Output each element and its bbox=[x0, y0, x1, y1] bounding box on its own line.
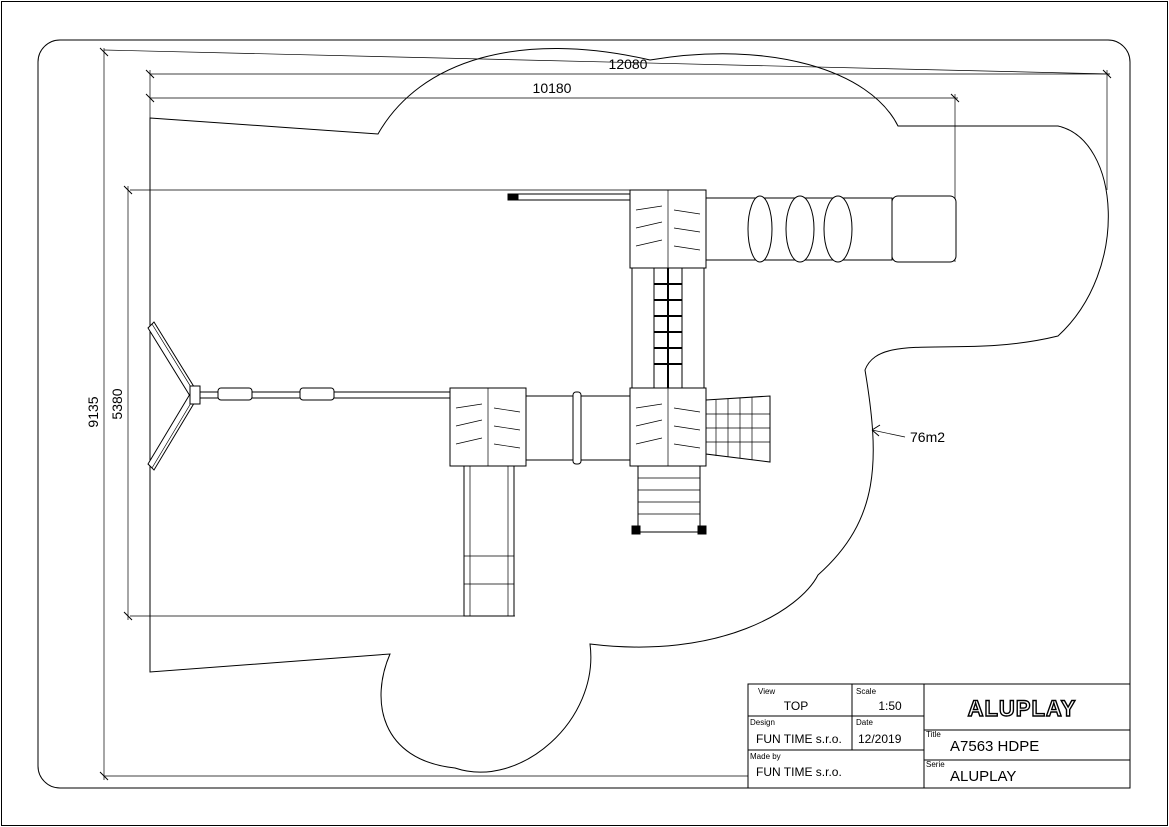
dim-overall-width-label: 12080 bbox=[609, 56, 648, 72]
design-label: Design bbox=[750, 718, 775, 727]
dim-overall-depth-label: 9135 bbox=[85, 396, 101, 427]
made-by-value: FUN TIME s.r.o. bbox=[756, 765, 842, 779]
rope-ladder bbox=[705, 395, 771, 463]
upper-rail bbox=[507, 193, 631, 201]
stairs bbox=[631, 465, 707, 535]
area-annotation: 76m2 bbox=[871, 424, 945, 445]
view-label: View bbox=[758, 687, 775, 696]
dim-overall-depth: 9135 bbox=[85, 47, 750, 781]
safety-area-outline bbox=[149, 48, 1109, 773]
dim-structure-depth: 5380 bbox=[109, 185, 133, 621]
date-value: 12/2019 bbox=[858, 732, 902, 746]
scale-label: Scale bbox=[856, 687, 877, 696]
upper-tower bbox=[629, 189, 707, 269]
drawing-frame bbox=[37, 39, 1131, 789]
title-block: View TOP Scale 1:50 Design FUN TIME s.r.… bbox=[747, 683, 1131, 789]
serie-value: ALUPLAY bbox=[950, 768, 1016, 785]
design-value: FUN TIME s.r.o. bbox=[756, 732, 842, 746]
net-climber bbox=[631, 267, 705, 389]
title-label: Title bbox=[926, 730, 941, 739]
scale-value: 1:50 bbox=[878, 699, 902, 713]
dim-structure-depth-label: 5380 bbox=[109, 388, 125, 419]
straight-slide bbox=[463, 465, 515, 617]
structure-outline bbox=[130, 189, 630, 617]
dim-overall-width: 12080 bbox=[103, 48, 1112, 780]
area-label: 76m2 bbox=[910, 429, 945, 445]
lower-right-tower bbox=[629, 387, 707, 467]
view-value: TOP bbox=[784, 699, 808, 713]
made-by-label: Made by bbox=[750, 752, 781, 761]
brand-logo: ALUPLAY bbox=[968, 696, 1077, 721]
date-label: Date bbox=[856, 718, 873, 727]
lower-left-tower bbox=[449, 387, 527, 467]
tube-slide bbox=[705, 195, 957, 263]
dim-structure-width-label: 10180 bbox=[533, 80, 572, 96]
swing-a-frame bbox=[147, 321, 201, 471]
crawl-tunnel bbox=[525, 391, 631, 465]
serie-label: Serie bbox=[926, 760, 945, 769]
swing-beam bbox=[195, 387, 451, 401]
title-value: A7563 HDPE bbox=[950, 738, 1039, 755]
